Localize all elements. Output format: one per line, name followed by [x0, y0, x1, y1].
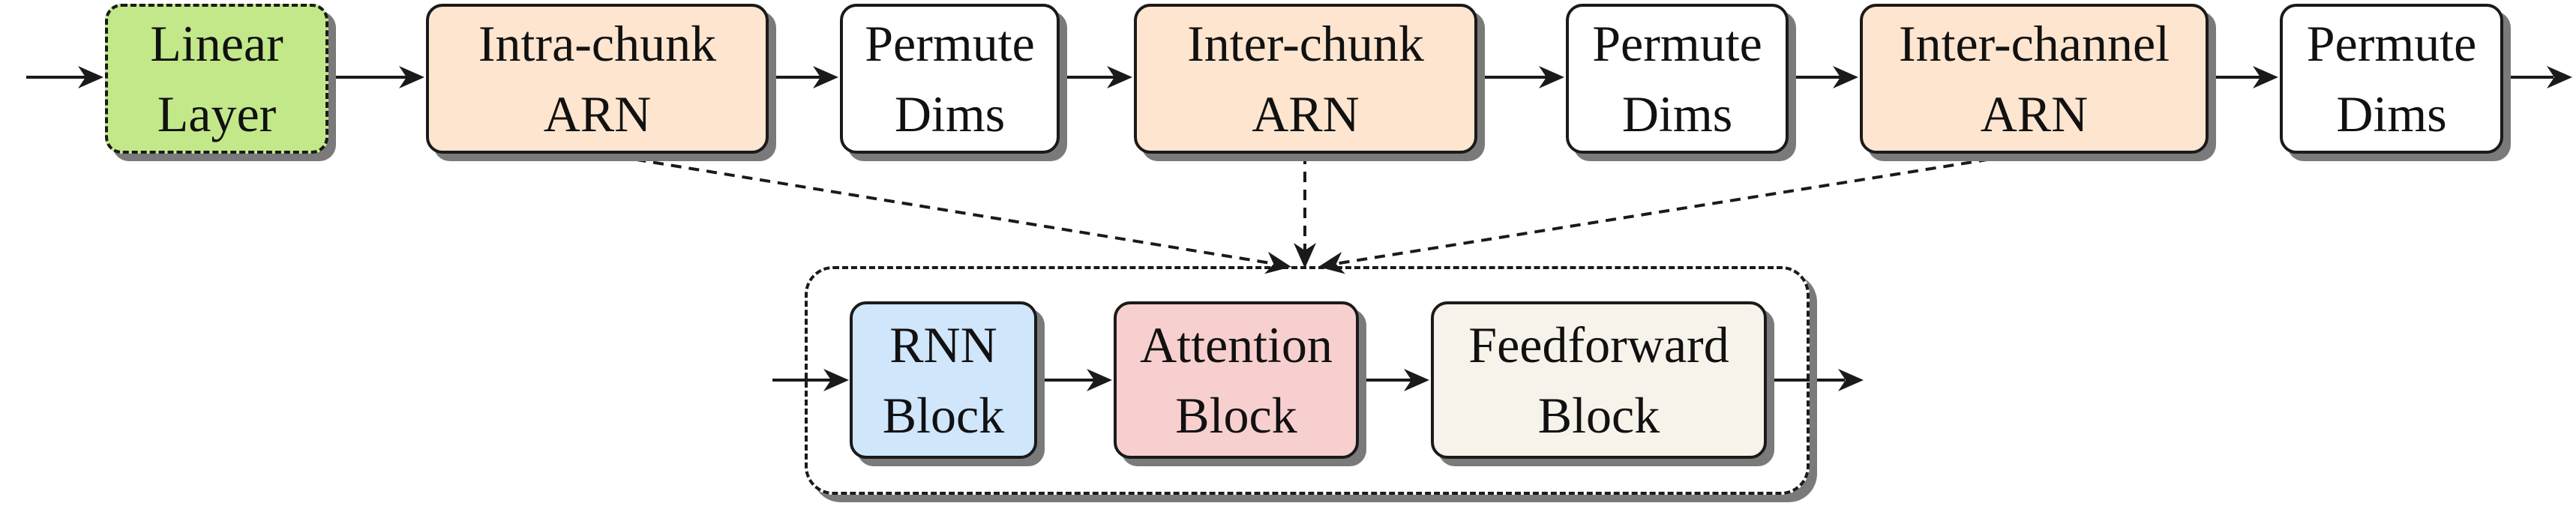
inter-label-line: Inter-chunk — [1187, 15, 1424, 72]
arrowhead-input — [78, 66, 103, 88]
arrowhead-perm1-to-inter — [1107, 66, 1132, 88]
dashed-arrow-channel — [1334, 152, 2026, 265]
ff-label-line: Feedforward — [1468, 316, 1729, 373]
arrowhead-channel-to-perm3 — [2253, 66, 2278, 88]
perm1-label-line: Permute — [865, 15, 1035, 72]
arrowhead-group-output — [1838, 369, 1864, 391]
rnn-block: RNN Block — [850, 301, 1037, 459]
ff-label-line: Block — [1537, 387, 1660, 444]
arrowhead-group-input — [823, 369, 849, 391]
rnn-label-line: RNN — [889, 316, 997, 373]
perm2-label-line: Permute — [1592, 15, 1762, 72]
arn-detail-group — [805, 266, 1810, 495]
arrowhead-inter-to-perm2 — [1539, 66, 1564, 88]
arrowhead-linear-to-intra — [399, 66, 424, 88]
arrowhead-output — [2547, 66, 2572, 88]
perm2-label-line: Dims — [1621, 85, 1733, 142]
attn-label-line: Block — [1175, 387, 1297, 444]
channel-label-line: ARN — [1980, 85, 2089, 142]
perm3-label-line: Permute — [2306, 15, 2477, 72]
arrowhead-intra-to-perm1 — [813, 66, 838, 88]
linear-label-line: Layer — [157, 85, 277, 142]
inter-label-line: ARN — [1252, 85, 1360, 142]
perm3-label-line: Dims — [2336, 85, 2447, 142]
intra-label-line: Intra-chunk — [478, 15, 717, 72]
dashed-arrow-intra — [599, 152, 1276, 265]
arrowhead-attn-to-ff — [1404, 369, 1429, 391]
intra-label-line: ARN — [543, 85, 652, 142]
channel-label-line: Inter-channel — [1898, 15, 2170, 72]
arrowhead-perm2-to-channel — [1833, 66, 1858, 88]
arrowhead-dashed-inter — [1294, 243, 1316, 268]
attn-label-line: Attention — [1140, 316, 1333, 373]
arrowhead-rnn-to-attn — [1087, 369, 1112, 391]
rnn-label-line: Block — [882, 387, 1005, 444]
perm1-label-line: Dims — [894, 85, 1006, 142]
linear-label-line: Linear — [150, 15, 283, 72]
